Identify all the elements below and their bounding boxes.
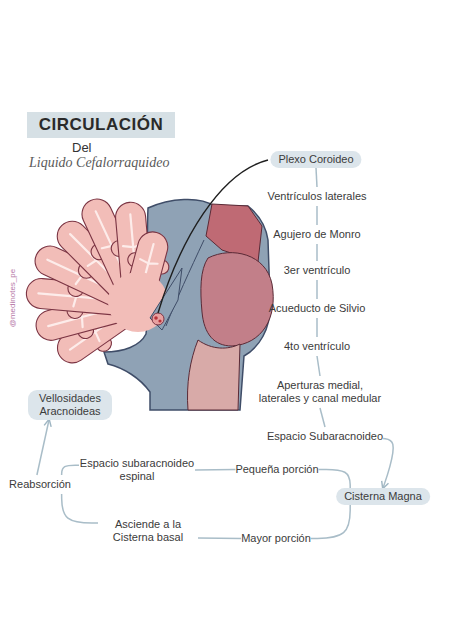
flow-connector [37, 420, 49, 475]
flow-connector [319, 469, 351, 488]
flow-connector [316, 244, 318, 261]
flow-connector [62, 465, 79, 475]
node-text: Asciende a la Cisterna basal [98, 518, 198, 544]
choroid-plexus [152, 313, 164, 325]
flow-step: Espacio Subaracnoideo [267, 427, 383, 446]
flow-step: Pequeña porción [235, 460, 318, 479]
node-text: Pequeña porción [235, 463, 318, 476]
heading-text: Liquido Cefalorraquideo [29, 155, 169, 170]
aqueduct-line [166, 240, 204, 326]
flow-connector [198, 537, 241, 539]
flow-step: 3er ventrículo [284, 261, 351, 280]
node-text: Cisterna Magna [344, 490, 422, 503]
flow-step: Mayor porción [241, 529, 311, 548]
flow-step: 4to ventrículo [284, 337, 350, 356]
flow-step: Acueducto de Silvio [269, 299, 366, 318]
node-text: Aperturas medial, laterales y canal medu… [257, 379, 384, 405]
pill-box: Plexo Coroideo [270, 151, 361, 168]
watermark: @medinotes_pe [9, 269, 18, 327]
node-text: Vellosidades Aracnoideas [36, 392, 104, 418]
pill-box: Cisterna Magna [336, 488, 430, 505]
flow-connector [311, 505, 350, 539]
node-text: Mayor porción [241, 532, 311, 545]
flow-connector [316, 318, 318, 337]
node-text: 4to ventrículo [284, 340, 350, 353]
pill-box: Vellosidades Aracnoideas [28, 390, 112, 420]
node-text: Ventrículos laterales [267, 190, 366, 203]
flow-connector [320, 408, 325, 427]
flow-connector [316, 280, 318, 299]
flow-connector [316, 206, 318, 225]
choroid-plexus-dot [154, 316, 158, 320]
diagram-title: CIRCULACIÓN [27, 112, 175, 138]
flow-step: Asciende a la Cisterna basal [98, 515, 198, 547]
node-text: Espacio subaracnoideo espinal [79, 457, 195, 483]
heading-text: Del [72, 141, 92, 155]
fourth-ventricle [150, 268, 182, 330]
flow-connector [62, 494, 98, 523]
pons [201, 253, 273, 346]
choroid-plexus-dot [158, 319, 161, 322]
medulla [187, 340, 240, 410]
flow-step: Espacio subaracnoideo espinal [79, 454, 195, 486]
node-text: Acueducto de Silvio [269, 302, 366, 315]
node-text: Agujero de Monro [273, 228, 360, 241]
flow-step: Reabsorción [9, 475, 71, 494]
leader-line [158, 160, 268, 313]
node-text: Espacio Subaracnoideo [267, 430, 383, 443]
white-matter [137, 242, 162, 276]
flow-connector [195, 469, 235, 471]
flow-step: Agujero de Monro [273, 225, 360, 244]
node-text: Reabsorción [9, 478, 71, 491]
flow-connector [317, 356, 320, 376]
flow-step: Ventrículos laterales [267, 187, 366, 206]
node-text: 3er ventrículo [284, 264, 351, 277]
node-text: Plexo Coroideo [278, 153, 353, 166]
cerebellum-body [108, 272, 168, 332]
flow-step: Aperturas medial, laterales y canal medu… [257, 376, 384, 408]
flow-connector [316, 168, 317, 187]
flow-connector [383, 438, 393, 488]
